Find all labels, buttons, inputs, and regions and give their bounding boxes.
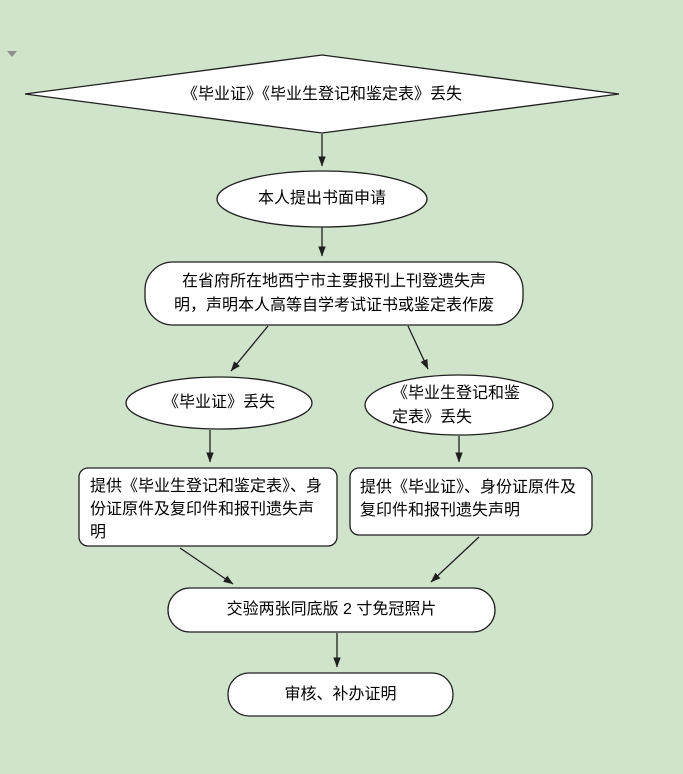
node-lost-certificate-label: 《毕业证》丢失 <box>162 394 275 411</box>
anchor-marker-icon <box>7 51 17 57</box>
node-review-stadium[interactable] <box>227 672 454 717</box>
node-photos-stadium[interactable] <box>167 587 496 633</box>
node-lost-form-label: 《毕业生登记和鉴 定表》丢失 <box>392 385 521 426</box>
node-review-label: 审核、补办证明 <box>284 685 397 703</box>
connector-announce-lost-form <box>407 325 429 370</box>
node-announce-label: 在省府所在地西宁市主要报刊上刊登遗失声 明，声明本人高等自学考试证书或鉴定表作废 <box>173 272 494 314</box>
connector-announce-lost-certificate <box>230 325 269 372</box>
node-start-diamond[interactable] <box>24 54 620 134</box>
node-start-label: 《毕业证》《毕业生登记和鉴定表》丢失 <box>181 86 462 103</box>
node-provide-certificate-rect[interactable] <box>349 467 593 536</box>
node-provide-form-label: 提供《毕业生登记和鉴定表》、身 份证原件及复印件和报刊遗失声 明 <box>90 478 323 541</box>
node-photos-label: 交验两张同底版 2 寸免冠照片 <box>226 601 437 618</box>
connector-provide-form-photos <box>179 547 234 585</box>
node-lost-form-ellipse[interactable] <box>364 374 554 436</box>
node-announce-rounded-rect[interactable] <box>144 261 524 326</box>
connector-group <box>179 134 480 668</box>
node-apply-ellipse[interactable] <box>216 170 428 228</box>
connector-provide-certificate-photos <box>430 536 480 583</box>
node-provide-form-rect[interactable] <box>78 467 338 547</box>
node-lost-certificate-ellipse[interactable] <box>125 376 313 430</box>
node-provide-certificate-label: 提供《毕业证》、身份证原件及 复印件和报刊遗失声明 <box>360 479 577 519</box>
node-apply-label: 本人提出书面申请 <box>257 190 386 207</box>
